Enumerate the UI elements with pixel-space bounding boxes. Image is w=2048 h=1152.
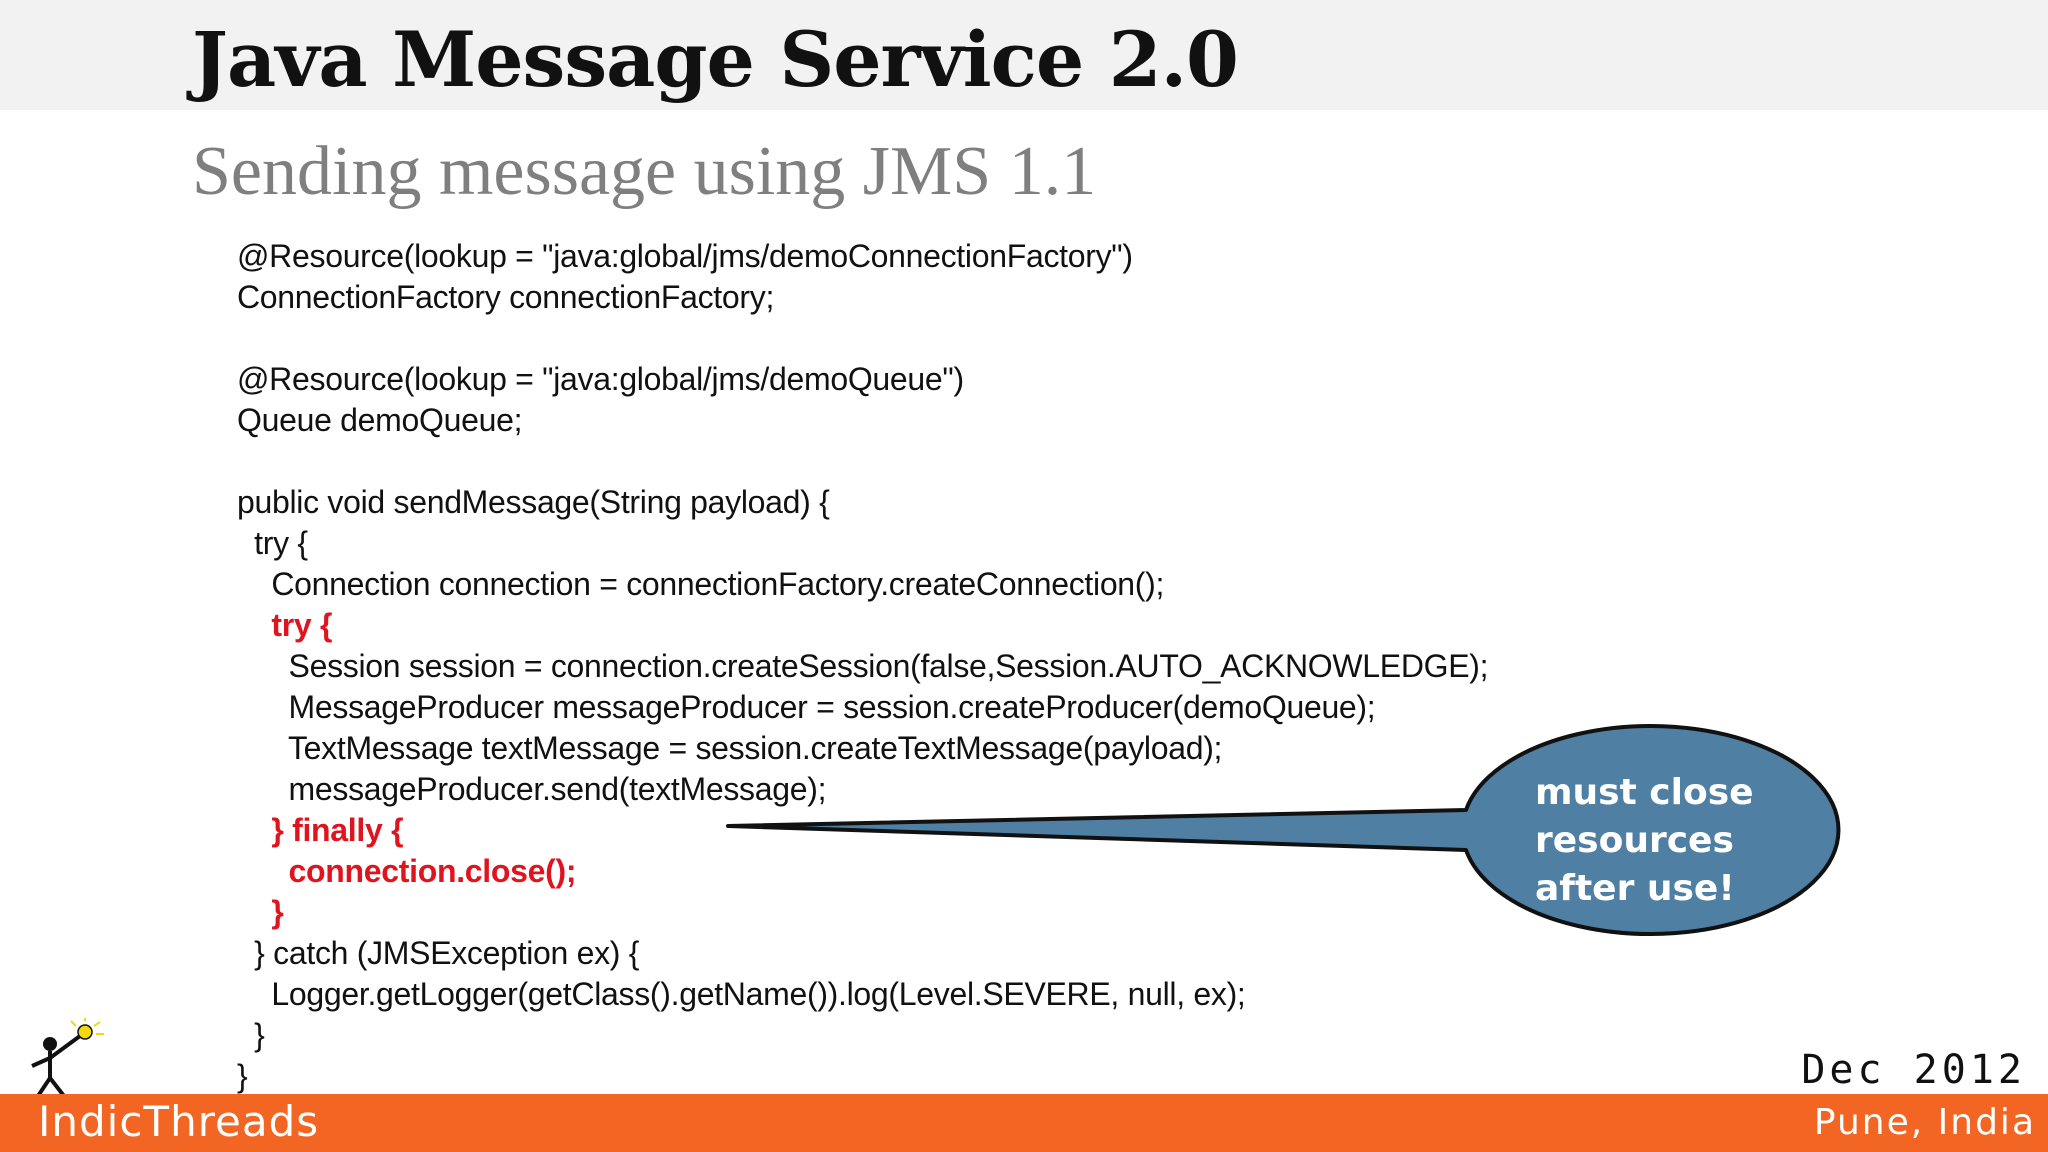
code-line: ConnectionFactory connectionFactory; — [237, 279, 775, 315]
callout-text: must close resources after use! — [1535, 772, 1754, 909]
footer-location: Pune, India — [1813, 1102, 2036, 1143]
code-line: @Resource(lookup = "java:global/jms/demo… — [237, 238, 1133, 274]
code-line: } — [237, 1058, 248, 1094]
code-line — [237, 441, 1488, 482]
stick-figure-lightbulb-icon — [28, 1018, 108, 1098]
code-line: MessageProducer messageProducer = sessio… — [237, 689, 1376, 725]
code-line: public void sendMessage(String payload) … — [237, 484, 830, 520]
code-line: TextMessage textMessage = session.create… — [237, 730, 1223, 766]
code-line: Queue demoQueue; — [237, 402, 523, 438]
code-line: } — [237, 1017, 265, 1053]
slide-subtitle: Sending message using JMS 1.1 — [192, 133, 1097, 210]
code-line: Session session = connection.createSessi… — [237, 648, 1489, 684]
code-line: } — [237, 894, 284, 930]
code-block: @Resource(lookup = "java:global/jms/demo… — [237, 236, 1489, 1097]
title-band — [0, 0, 2048, 110]
code-line: connection.close(); — [237, 853, 577, 889]
code-line: } catch (JMSException ex) { — [237, 935, 640, 971]
slide-title: Java Message Service 2.0 — [192, 15, 1239, 104]
code-line: Connection connection = connectionFactor… — [237, 566, 1165, 602]
code-line: try { — [237, 607, 333, 643]
footer-brand: IndicThreads — [38, 1097, 320, 1146]
code-line: messageProducer.send(textMessage); — [237, 771, 827, 807]
code-line: Logger.getLogger(getClass().getName()).l… — [237, 976, 1246, 1012]
code-line: try { — [237, 525, 308, 561]
footer-bar — [0, 1094, 2048, 1152]
code-line: @Resource(lookup = "java:global/jms/demo… — [237, 361, 964, 397]
code-line: } finally { — [237, 812, 404, 848]
footer-date: Dec 2012 — [1801, 1047, 2026, 1093]
code-line — [237, 318, 1488, 359]
